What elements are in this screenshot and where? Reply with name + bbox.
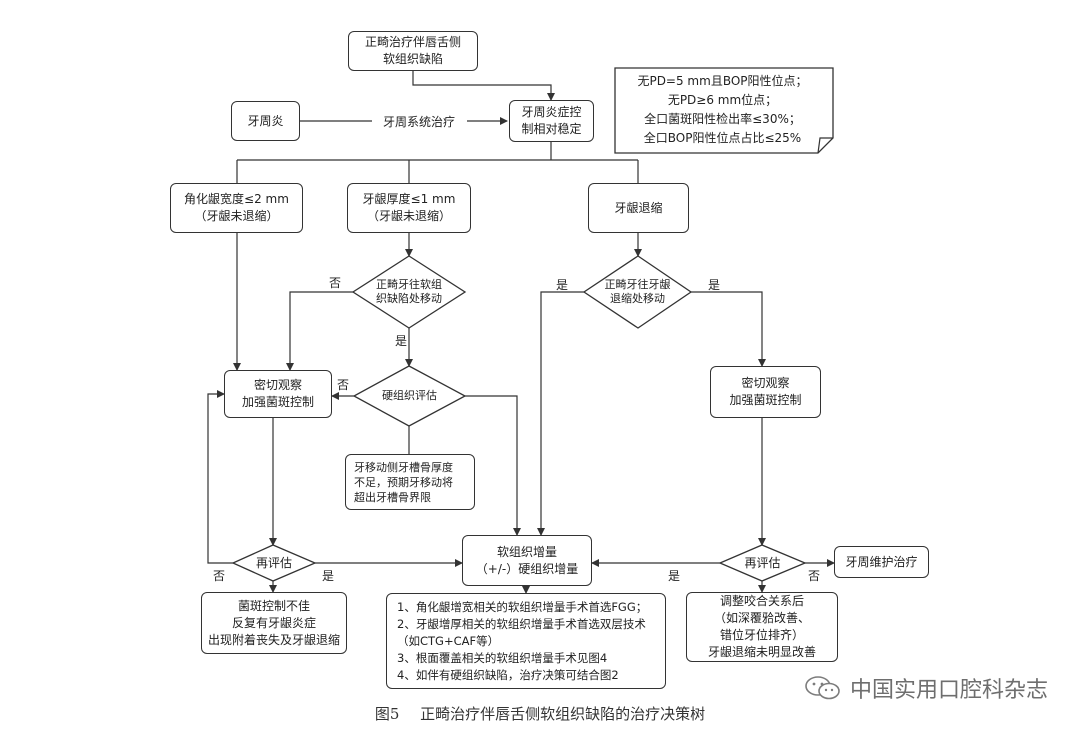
decision-hard-eval	[352, 365, 467, 427]
node-bone-note: 牙移动侧牙槽骨厚度 不足，预期牙移动将 超出牙槽骨界限	[345, 454, 475, 510]
decision-hard-eval-label: 硬组织评估	[382, 389, 437, 402]
decision-reeval-left	[231, 544, 317, 582]
node-surgery: 1、角化龈增宽相关的软组织增量手术首选FGG； 2、牙龈增厚相关的软组织增量手术…	[386, 593, 666, 689]
decision-hard-eval-text: 硬组织评估	[354, 386, 465, 406]
node-surgery-line4: 3、根面覆盖相关的软组织增量手术见图4	[397, 650, 608, 665]
node-start: 正畸治疗伴唇舌侧 软组织缺陷	[348, 31, 478, 71]
edge-label-no-4: 否	[213, 569, 226, 583]
decision-reeval-right	[718, 544, 807, 582]
node-maintenance: 牙周维护治疗	[834, 546, 929, 578]
edge-start-to-stable	[412, 71, 555, 101]
node-occlusion-line3: 错位牙位排齐）	[719, 628, 804, 642]
edge-label-no-5: 否	[808, 569, 821, 583]
note-line1: 无PD=5 mm且BOP阳性位点；	[637, 74, 808, 88]
decision-move-soft-text: 正畸牙往软组 织缺陷处移动	[353, 272, 465, 312]
note-line3: 全口菌斑阳性检出率≤30%；	[644, 112, 801, 126]
caption-label: 图5	[374, 705, 400, 723]
decision-reeval-left-label: 再评估	[255, 556, 292, 570]
note-fold	[817, 137, 833, 154]
node-gingiva-thick: 牙龈厚度≤1 mm （牙龈未退缩）	[347, 183, 471, 233]
node-observe-right: 密切观察 加强菌斑控制	[710, 366, 821, 418]
edge-label-yes-4: 是	[322, 569, 335, 583]
edge-label-yes-5: 是	[668, 569, 681, 583]
decision-reeval-right-text: 再评估	[720, 554, 805, 572]
decision-move-recession-text: 正畸牙往牙龈 退缩处移动	[584, 272, 691, 312]
edge-rec-yes	[537, 291, 584, 536]
node-surgery-line1: 1、角化龈增宽相关的软组织增量手术首选FGG；	[397, 599, 648, 614]
node-perio-text: 牙周炎	[247, 113, 284, 128]
node-kg-line1: 角化龈宽度≤2 mm	[184, 192, 289, 206]
wechat-icon	[805, 676, 840, 700]
edge-rec-no	[691, 291, 766, 367]
node-observe-left-line2: 加强菌斑控制	[241, 395, 314, 409]
caption-text: 正畸治疗伴唇舌侧软组织缺陷的治疗决策树	[420, 705, 706, 723]
decision-move-recession	[582, 255, 693, 329]
node-stable-line2: 制相对稳定	[521, 122, 582, 136]
note-line2: 无PD≥6 mm位点；	[667, 93, 778, 107]
node-kg-width: 角化龈宽度≤2 mm （牙龈未退缩）	[170, 183, 303, 233]
node-poor-control: 菌斑控制不佳 反复有牙龈炎症 出现附着丧失及牙龈退缩	[201, 592, 347, 654]
edge-label-no-2: 否	[337, 378, 350, 392]
node-occlusion-line2: （如深覆𬌗改善、	[713, 611, 810, 625]
decision-move-soft	[351, 255, 467, 329]
figure-caption: 图5 正畸治疗伴唇舌侧软组织缺陷的治疗决策树	[0, 703, 1080, 724]
node-kg-line2: （牙龈未退缩）	[194, 209, 279, 223]
node-observe-right-line1: 密切观察	[741, 376, 790, 390]
edge-move-no	[286, 291, 353, 371]
node-augment-line1: 软组织增量	[496, 544, 557, 559]
node-stable-line1: 牙周炎症控	[521, 105, 582, 119]
edge-label-yes-2: 是	[556, 278, 569, 292]
node-recession-text: 牙龈退缩	[614, 200, 663, 215]
edge-split	[236, 142, 639, 183]
edge-label-yes-3: 是	[708, 278, 721, 292]
node-thick-line1: 牙龈厚度≤1 mm	[362, 192, 456, 206]
node-maintenance-text: 牙周维护治疗	[845, 554, 918, 569]
criteria-note: 无PD=5 mm且BOP阳性位点； 无PD≥6 mm位点； 全口菌斑阳性检出率≤…	[615, 72, 830, 148]
note-shape	[614, 67, 834, 154]
node-occlusion: 调整咬合关系后 （如深覆𬌗改善、 错位牙位排齐） 牙龈退缩未明显改善	[686, 592, 838, 662]
edge-label-perio-tx: 牙周系统治疗	[383, 115, 456, 129]
node-augment-line2: （+/-）硬组织增量	[475, 561, 579, 576]
node-thick-line2: （牙龈未退缩）	[366, 209, 451, 223]
node-bone-line2: 不足，预期牙移动将	[354, 475, 453, 489]
edge-label-yes-1: 是	[395, 334, 408, 348]
decision-reeval-left-text: 再评估	[233, 554, 315, 572]
node-surgery-line5: 4、如伴有硬组织缺陷，治疗决策可结合图2	[397, 667, 619, 682]
decision-move-soft-line1: 正畸牙往软组	[376, 278, 442, 291]
node-bone-line3: 超出牙槽骨界限	[354, 490, 431, 504]
node-surgery-line3: （如CTG+CAF等）	[397, 633, 500, 648]
edge-reeval-loop	[207, 390, 233, 564]
decision-move-soft-line2: 织缺陷处移动	[376, 292, 442, 305]
node-periodontitis: 牙周炎	[231, 101, 300, 141]
decision-move-rec-line2: 退缩处移动	[610, 292, 665, 305]
node-start-line2: 软组织缺陷	[382, 52, 443, 66]
node-occlusion-line1: 调整咬合关系后	[719, 594, 804, 608]
node-observe-right-line2: 加强菌斑控制	[729, 393, 802, 407]
node-bone-line1: 牙移动侧牙槽骨厚度	[354, 460, 453, 474]
node-poor-line1: 菌斑控制不佳	[237, 598, 310, 613]
node-perio-stable: 牙周炎症控 制相对稳定	[509, 100, 594, 142]
node-observe-left: 密切观察 加强菌斑控制	[224, 370, 332, 418]
node-surgery-line2: 2、牙龈增厚相关的软组织增量手术首选双层技术	[397, 616, 646, 631]
node-recession: 牙龈退缩	[588, 183, 689, 233]
node-augment: 软组织增量 （+/-）硬组织增量	[462, 535, 592, 586]
watermark-text: 中国实用口腔科杂志	[849, 678, 1048, 703]
node-poor-line3: 出现附着丧失及牙龈退缩	[207, 632, 340, 647]
edge-label-no-1: 否	[329, 276, 342, 290]
watermark: 中国实用口腔科杂志	[804, 672, 1048, 704]
note-line4: 全口BOP阳性位点占比≤25%	[643, 131, 802, 145]
edge-hard-to-augment	[465, 395, 521, 536]
node-start-line1: 正畸治疗伴唇舌侧	[364, 35, 461, 49]
node-occlusion-line4: 牙龈退缩未明显改善	[707, 645, 816, 659]
node-poor-line2: 反复有牙龈炎症	[231, 615, 316, 630]
node-observe-left-line1: 密切观察	[253, 378, 302, 392]
decision-reeval-right-label: 再评估	[744, 556, 781, 570]
decision-move-rec-line1: 正畸牙往牙龈	[604, 278, 671, 291]
